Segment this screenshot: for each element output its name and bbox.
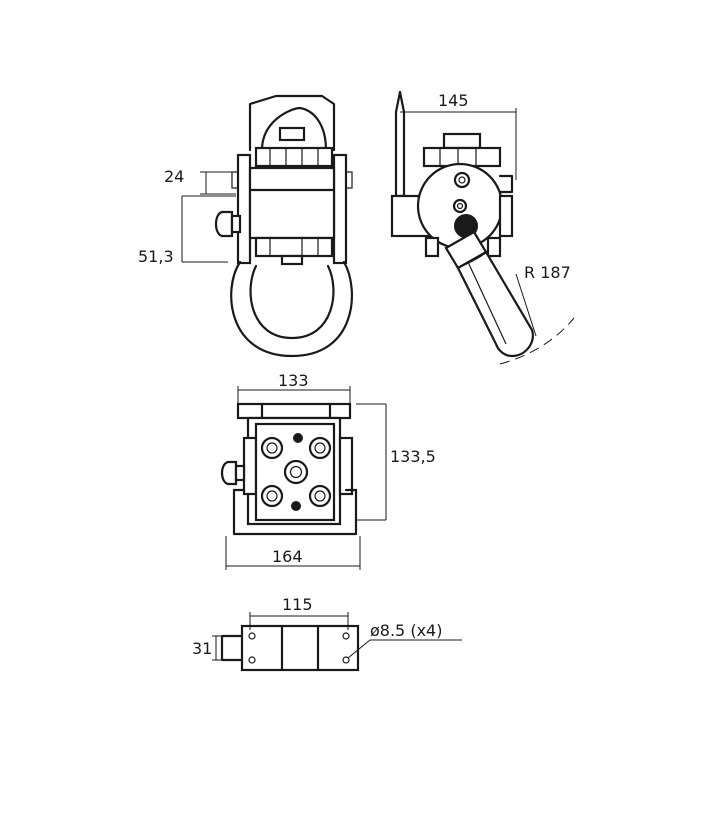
side-view: 24 51,3 bbox=[138, 94, 354, 358]
plan-view: 133 133,5 164 bbox=[220, 371, 436, 570]
base-view: 115 31 ø8.5 (x4) bbox=[192, 595, 462, 672]
dim-115: 115 bbox=[282, 595, 313, 614]
dim-51-3: 51,3 bbox=[138, 247, 174, 266]
dim-31: 31 bbox=[192, 639, 212, 658]
dim-133-5: 133,5 bbox=[390, 447, 436, 466]
dim-164: 164 bbox=[272, 547, 303, 566]
dim-r-187: R 187 bbox=[524, 263, 571, 282]
end-view: 145 R 187 bbox=[390, 90, 575, 365]
dim-145: 145 bbox=[438, 91, 469, 110]
dim-hole-dia: ø8.5 (x4) bbox=[370, 621, 442, 640]
dim-133: 133 bbox=[278, 371, 309, 390]
dim-24: 24 bbox=[164, 167, 184, 186]
